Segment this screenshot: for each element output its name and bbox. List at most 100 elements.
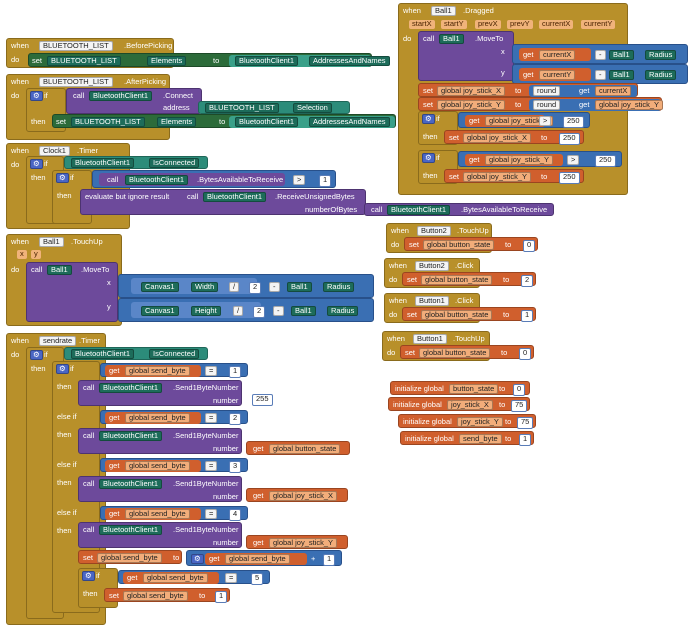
component-dropdown[interactable]: BluetoothClient1 bbox=[235, 56, 299, 66]
variable-dropdown[interactable]: global send_byte bbox=[225, 554, 290, 564]
variable-dropdown[interactable]: global button_state bbox=[421, 275, 493, 285]
variable-dropdown[interactable]: global joy_stick_Y bbox=[463, 172, 532, 182]
variable-dropdown[interactable]: global joy_stick_Y bbox=[595, 100, 664, 110]
component-dropdown[interactable]: sendrate bbox=[39, 336, 77, 346]
math-subtract-block[interactable]: get currentX - Ball1 Radius bbox=[512, 44, 688, 64]
number-value[interactable]: 255 bbox=[252, 394, 273, 406]
param-dropdown[interactable]: currentX bbox=[539, 50, 576, 60]
component-dropdown[interactable]: BluetoothClient1 bbox=[203, 192, 267, 202]
call-bytes-available-block[interactable]: call BluetoothClient1 .BytesAvailableToR… bbox=[364, 203, 554, 216]
param-dropdown[interactable]: currentX bbox=[595, 86, 632, 96]
component-dropdown[interactable]: BLUETOOTH_LIST bbox=[39, 41, 113, 51]
variable-name-field[interactable]: joy_stick_Y bbox=[457, 417, 503, 427]
number-value[interactable]: 2 bbox=[229, 413, 242, 425]
getter-block[interactable]: BLUETOOTH_LIST Selection bbox=[198, 101, 350, 114]
if-block[interactable]: ⚙ if then bbox=[52, 170, 92, 224]
component-dropdown[interactable]: BluetoothClient1 bbox=[125, 175, 189, 185]
getter-block[interactable]: BluetoothClient1 IsConnected bbox=[64, 156, 208, 169]
compare-block[interactable]: get global send_byte = 5 bbox=[118, 570, 270, 585]
property-dropdown[interactable]: IsConnected bbox=[149, 158, 200, 168]
compare-block[interactable]: get global send_byte = 3 bbox=[100, 458, 248, 473]
operator-dropdown[interactable]: - bbox=[269, 282, 280, 292]
component-dropdown[interactable]: Button1 bbox=[413, 334, 447, 344]
variable-dropdown[interactable]: global joy_stick_Y bbox=[269, 538, 338, 548]
property-dropdown[interactable]: AddressesAndNames bbox=[309, 117, 390, 127]
component-dropdown[interactable]: Ball1 bbox=[431, 6, 456, 16]
property-dropdown[interactable]: AddressesAndNames bbox=[309, 56, 390, 66]
component-dropdown[interactable]: Ball1 bbox=[609, 50, 634, 60]
property-dropdown[interactable]: Elements bbox=[157, 117, 197, 127]
param-dropdown[interactable]: currentY bbox=[539, 70, 576, 80]
component-dropdown[interactable]: BLUETOOTH_LIST bbox=[39, 77, 113, 87]
component-dropdown[interactable]: BluetoothClient1 bbox=[71, 349, 135, 359]
operator-dropdown[interactable]: = bbox=[225, 573, 238, 583]
compare-block[interactable]: get global joy_stick_Y > 250 bbox=[458, 151, 622, 167]
setter-block[interactable]: set BLUETOOTH_LIST Elements to Bluetooth… bbox=[52, 114, 396, 128]
call-send-block[interactable]: call BluetoothClient1 .Send1ByteNumber n… bbox=[78, 380, 242, 406]
variable-name-field[interactable]: joy_stick_X bbox=[447, 400, 493, 410]
variable-name-field[interactable]: button_state bbox=[449, 384, 499, 394]
number-value[interactable]: 75 bbox=[511, 400, 528, 412]
get-variable-block[interactable]: get global joy_stick_X bbox=[246, 488, 348, 502]
compare-block[interactable]: call BluetoothClient1 .BytesAvailableToR… bbox=[92, 170, 336, 188]
initialize-global-block[interactable]: initialize global joy_stick_Y to 75 bbox=[398, 414, 536, 429]
gear-icon[interactable]: ⚙ bbox=[56, 173, 69, 183]
variable-name-field[interactable]: send_byte bbox=[459, 434, 502, 444]
number-value[interactable]: 3 bbox=[229, 461, 242, 473]
number-value[interactable]: 1 bbox=[323, 554, 336, 566]
set-variable-block[interactable]: set global joy_stick_X to round get curr… bbox=[418, 83, 638, 97]
component-dropdown[interactable]: Canvas1 bbox=[141, 306, 179, 316]
operator-dropdown[interactable]: = bbox=[205, 509, 218, 519]
number-value[interactable]: 0 bbox=[523, 240, 536, 252]
property-dropdown[interactable]: Radius bbox=[323, 282, 355, 292]
operator-dropdown[interactable]: / bbox=[233, 306, 244, 316]
component-dropdown[interactable]: BluetoothClient1 bbox=[99, 431, 163, 441]
param-prevx[interactable]: prevX bbox=[475, 20, 501, 29]
component-dropdown[interactable]: BLUETOOTH_LIST bbox=[47, 56, 121, 66]
variable-dropdown[interactable]: global button_state bbox=[269, 444, 341, 454]
math-subtract-block[interactable]: Canvas1 Height / 2 - Ball1 Radius bbox=[118, 298, 374, 322]
variable-dropdown[interactable]: global joy_stick_X bbox=[437, 86, 506, 96]
compare-block[interactable]: get global send_byte = 1 bbox=[100, 363, 248, 378]
get-variable-block[interactable]: get global button_state bbox=[246, 441, 350, 455]
component-dropdown[interactable]: Ball1 bbox=[47, 265, 72, 275]
operator-dropdown[interactable]: = bbox=[205, 366, 218, 376]
component-dropdown[interactable]: Canvas1 bbox=[141, 282, 179, 292]
set-variable-block[interactable]: set global button_state to 2 bbox=[402, 272, 536, 287]
component-dropdown[interactable]: Button2 bbox=[417, 226, 451, 236]
call-send-block[interactable]: call BluetoothClient1 .Send1ByteNumber n… bbox=[78, 428, 242, 454]
set-variable-block[interactable]: set global send_byte to bbox=[78, 550, 182, 564]
component-dropdown[interactable]: Clock1 bbox=[39, 146, 70, 156]
variable-dropdown[interactable]: global joy_stick_X bbox=[463, 133, 532, 143]
component-dropdown[interactable]: Ball1 bbox=[39, 237, 64, 247]
number-value[interactable]: 2 bbox=[253, 306, 266, 318]
variable-dropdown[interactable]: global send_byte bbox=[97, 553, 162, 563]
math-add-block[interactable]: ⚙ get global send_byte + 1 bbox=[186, 550, 342, 566]
variable-dropdown[interactable]: global send_byte bbox=[125, 461, 190, 471]
component-dropdown[interactable]: BLUETOOTH_LIST bbox=[205, 103, 279, 113]
property-dropdown[interactable]: Radius bbox=[327, 306, 359, 316]
variable-dropdown[interactable]: global joy_stick_Y bbox=[437, 100, 506, 110]
property-dropdown[interactable]: Radius bbox=[645, 70, 677, 80]
set-variable-block[interactable]: set global button_state to 0 bbox=[400, 345, 534, 360]
component-dropdown[interactable]: Ball1 bbox=[609, 70, 634, 80]
property-dropdown[interactable]: Selection bbox=[293, 103, 332, 113]
component-dropdown[interactable]: BluetoothClient1 bbox=[235, 117, 299, 127]
compare-block[interactable]: get global send_byte = 2 bbox=[100, 410, 248, 425]
component-dropdown[interactable]: BluetoothClient1 bbox=[89, 91, 153, 101]
number-value[interactable]: 1 bbox=[521, 310, 534, 322]
initialize-global-block[interactable]: initialize global button_state to 0 bbox=[390, 381, 530, 396]
set-variable-block[interactable]: set global joy_stick_Y to round get glob… bbox=[418, 97, 664, 111]
gear-icon[interactable]: ⚙ bbox=[82, 571, 95, 581]
param-currenty[interactable]: currentY bbox=[581, 20, 616, 29]
set-variable-block[interactable]: set global send_byte to 1 bbox=[104, 588, 230, 603]
set-variable-block[interactable]: set global button_state to 1 bbox=[402, 307, 536, 322]
number-value[interactable]: 75 bbox=[517, 417, 534, 429]
call-send-block[interactable]: call BluetoothClient1 .Send1ByteNumber n… bbox=[78, 522, 242, 548]
number-value[interactable]: 2 bbox=[521, 275, 534, 287]
component-dropdown[interactable]: BLUETOOTH_LIST bbox=[71, 117, 145, 127]
gear-icon[interactable]: ⚙ bbox=[422, 153, 435, 163]
variable-dropdown[interactable]: global joy_stick_X bbox=[269, 491, 338, 501]
gear-icon[interactable]: ⚙ bbox=[191, 554, 204, 564]
number-value[interactable]: 5 bbox=[251, 573, 264, 585]
